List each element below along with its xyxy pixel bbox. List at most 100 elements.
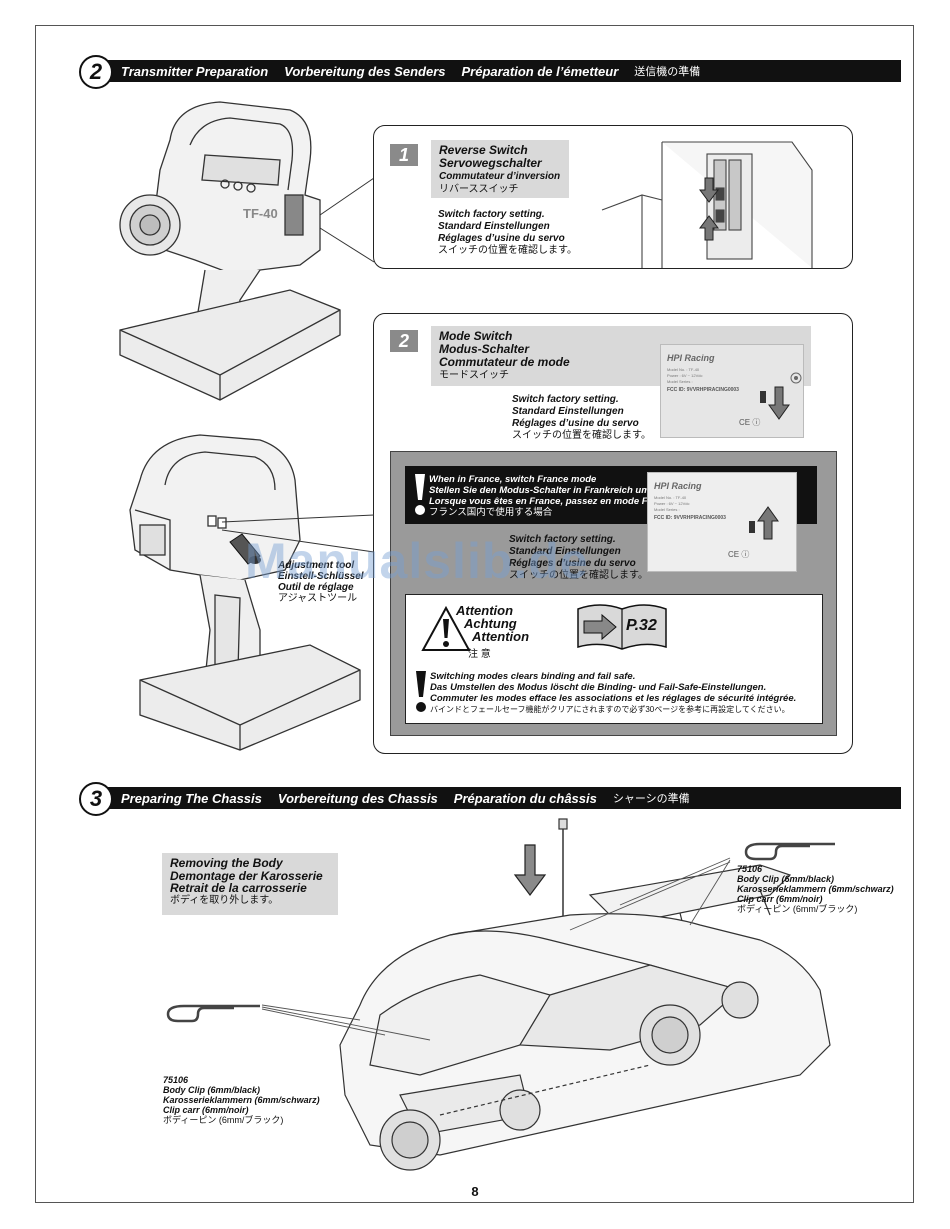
mode-warning-en: Switching modes clears binding and fail … bbox=[430, 671, 636, 682]
transmitter-illustration-top: TF-40 bbox=[119, 101, 341, 401]
page-reference: P.32 bbox=[626, 617, 657, 634]
section-3-number: 3 bbox=[79, 782, 113, 816]
attention-fr: Attention bbox=[472, 629, 530, 644]
device-line-france-2: Power : 6V ~ 12Vdc bbox=[654, 501, 690, 506]
attention-en: Attention bbox=[456, 603, 514, 618]
france-mode-text: When in France, switch France mode Stell… bbox=[429, 474, 673, 518]
france-line-de: Stellen Sie den Modus-Schalter in Frankr… bbox=[429, 485, 653, 496]
step-1-note-fr: Réglages d’usine du servo bbox=[438, 233, 565, 244]
france-note-de: Standard Einstellungen bbox=[509, 546, 621, 557]
device-marks: CE ⓘ bbox=[739, 418, 761, 427]
clip-left-de: Karosserieklammern (6mm/schwarz) bbox=[163, 1095, 320, 1105]
clip-right-de: Karosserieklammern (6mm/schwarz) bbox=[737, 884, 894, 894]
clip-right-part-no: 75106 bbox=[737, 864, 763, 874]
step-1-note-de: Standard Einstellungen bbox=[438, 221, 550, 232]
step-1-note-jp: スイッチの位置を確認します。 bbox=[438, 245, 577, 256]
warning-exclamation-icon bbox=[416, 671, 426, 712]
adjust-tool-jp: アジャストツール bbox=[278, 593, 358, 604]
device-line-1: Model No. : TF-40 bbox=[667, 367, 700, 372]
section-2-title-en: Transmitter Preparation bbox=[121, 63, 269, 79]
clip-left-fr: Clip carr (6mm/noir) bbox=[163, 1105, 249, 1115]
section-3-title-de: Vorbereitung des Chassis bbox=[277, 790, 438, 806]
mount-hole-icon bbox=[790, 372, 802, 384]
mode-warning-text: Switching modes clears binding and fail … bbox=[430, 671, 796, 715]
attention-jp: 注 意 bbox=[468, 649, 491, 660]
step-2-note-fr: Réglages d’usine du servo bbox=[512, 418, 639, 429]
step-2-title-fr: Commutateur de mode bbox=[439, 355, 570, 369]
step-2-badge: 2 bbox=[390, 330, 418, 352]
attention-de: Achtung bbox=[464, 616, 517, 631]
mode-warning-de: Das Umstellen des Modus löscht die Bindi… bbox=[430, 682, 767, 693]
step-2-note-en: Switch factory setting. bbox=[512, 394, 619, 405]
device-marks-france: CE ⓘ bbox=[728, 550, 750, 559]
step-1-title-de: Servowegschalter bbox=[439, 156, 542, 170]
clip-right-en: Body Clip (6mm/black) bbox=[737, 874, 835, 884]
device-line-4: FCC ID: 9VVRHPIRACING0003 bbox=[667, 387, 739, 393]
section-2-title-fr: Préparation de l’émetteur bbox=[461, 63, 619, 79]
step-2-note: Switch factory setting. Standard Einstel… bbox=[512, 394, 651, 442]
page-frame bbox=[35, 25, 914, 1203]
remove-body-box: Removing the Body Demontage der Karosser… bbox=[162, 853, 338, 915]
section-3-title-en: Preparing The Chassis bbox=[121, 790, 262, 806]
transmitter-illustration-side bbox=[129, 434, 361, 751]
step-2-note-jp: スイッチの位置を確認します。 bbox=[512, 430, 651, 441]
section-2-title-jp: 送信機の準備 bbox=[634, 66, 701, 78]
svg-text:TF-40: TF-40 bbox=[243, 206, 278, 221]
mode-switch-down-icon bbox=[760, 386, 790, 420]
step-2-panel: 2 Mode Switch Modus-Schalter Commutateur… bbox=[373, 313, 853, 754]
remove-body-de: Demontage der Karosserie bbox=[170, 868, 323, 883]
step-1-title-en: Reverse Switch bbox=[439, 143, 528, 157]
step-2-title-en: Mode Switch bbox=[439, 329, 513, 343]
section-3-header: Preparing The Chassis Vorbereitung des C… bbox=[95, 787, 901, 809]
device-line-3: Model Series : bbox=[667, 379, 693, 384]
mode-switch-up-icon bbox=[749, 506, 779, 540]
france-mode-panel: When in France, switch France mode Stell… bbox=[390, 451, 837, 736]
device-label-default: HPI Racing Model No. : TF-40 Power : 6V … bbox=[660, 344, 804, 438]
clip-left-label: 75106 Body Clip (6mm/black) Karosseriekl… bbox=[163, 1075, 320, 1125]
reverse-switch-illustration bbox=[601, 141, 813, 268]
step-1-panel: 1 Reverse Switch Servowegschalter Commut… bbox=[373, 125, 853, 269]
step-1-title-jp: リバーススイッチ bbox=[439, 184, 519, 195]
exclamation-icon bbox=[415, 474, 425, 515]
step-1-note-en: Switch factory setting. bbox=[438, 209, 545, 220]
attention-box: Attention Achtung Attention 注 意 P.32 Swi… bbox=[405, 594, 823, 724]
step-1-title-fr: Commutateur d’inversion bbox=[439, 171, 561, 182]
clip-left-jp: ボディーピン (6mm/ブラック) bbox=[163, 1115, 284, 1125]
step-1-badge: 1 bbox=[390, 144, 418, 166]
car-body-illustration bbox=[339, 818, 831, 1171]
france-line-en: When in France, switch France mode bbox=[429, 474, 597, 485]
body-clip-icon-right bbox=[744, 842, 835, 861]
adjust-tool-de: Einstell-Schlüssel bbox=[278, 571, 364, 582]
clip-left-en: Body Clip (6mm/black) bbox=[163, 1085, 261, 1095]
section-2-header: Transmitter Preparation Vorbereitung des… bbox=[95, 60, 901, 82]
clip-right-fr: Clip carr (6mm/noir) bbox=[737, 894, 823, 904]
remove-body-jp: ボディを取り外します。 bbox=[170, 894, 279, 906]
adjust-tool-fr: Outil de réglage bbox=[278, 582, 354, 593]
adjust-tool-label: Adjustment tool Einstell-Schlüssel Outil… bbox=[278, 560, 364, 604]
france-note-en: Switch factory setting. bbox=[509, 534, 616, 545]
france-note-fr: Réglages d’usine du servo bbox=[509, 558, 636, 569]
adjust-tool-en: Adjustment tool bbox=[278, 560, 355, 571]
clip-right-label: 75106 Body Clip (6mm/black) Karosseriekl… bbox=[737, 864, 894, 914]
remove-body-en: Removing the Body bbox=[170, 856, 283, 870]
remove-body-fr: Retrait de la carrosserie bbox=[170, 881, 307, 895]
step-2-title-jp: モードスイッチ bbox=[439, 370, 509, 381]
clip-left-part-no: 75106 bbox=[163, 1075, 189, 1085]
device-line-2: Power : 6V ~ 12Vdc bbox=[667, 373, 703, 378]
device-label-france: HPI Racing Model No. : TF-40 Power : 6V … bbox=[647, 472, 797, 572]
step-2-title-de: Modus-Schalter bbox=[439, 342, 530, 356]
step-1-title-box: Reverse Switch Servowegschalter Commutat… bbox=[431, 140, 569, 198]
france-note: Switch factory setting. Standard Einstel… bbox=[509, 534, 648, 582]
attention-triangle-icon bbox=[421, 605, 471, 651]
device-line-france-1: Model No. : TF-40 bbox=[654, 495, 687, 500]
section-2-title-de: Vorbereitung des Senders bbox=[284, 63, 446, 79]
body-clip-icon-left bbox=[166, 1004, 260, 1023]
clip-right-jp: ボディーピン (6mm/ブラック) bbox=[737, 904, 858, 914]
device-brand: HPI Racing bbox=[667, 353, 715, 363]
step-1-note: Switch factory setting. Standard Einstel… bbox=[438, 209, 577, 257]
section-3-title-fr: Préparation du châssis bbox=[453, 790, 597, 806]
watermark: Manualslib.de bbox=[245, 533, 589, 589]
page-number: 8 bbox=[471, 1184, 479, 1199]
